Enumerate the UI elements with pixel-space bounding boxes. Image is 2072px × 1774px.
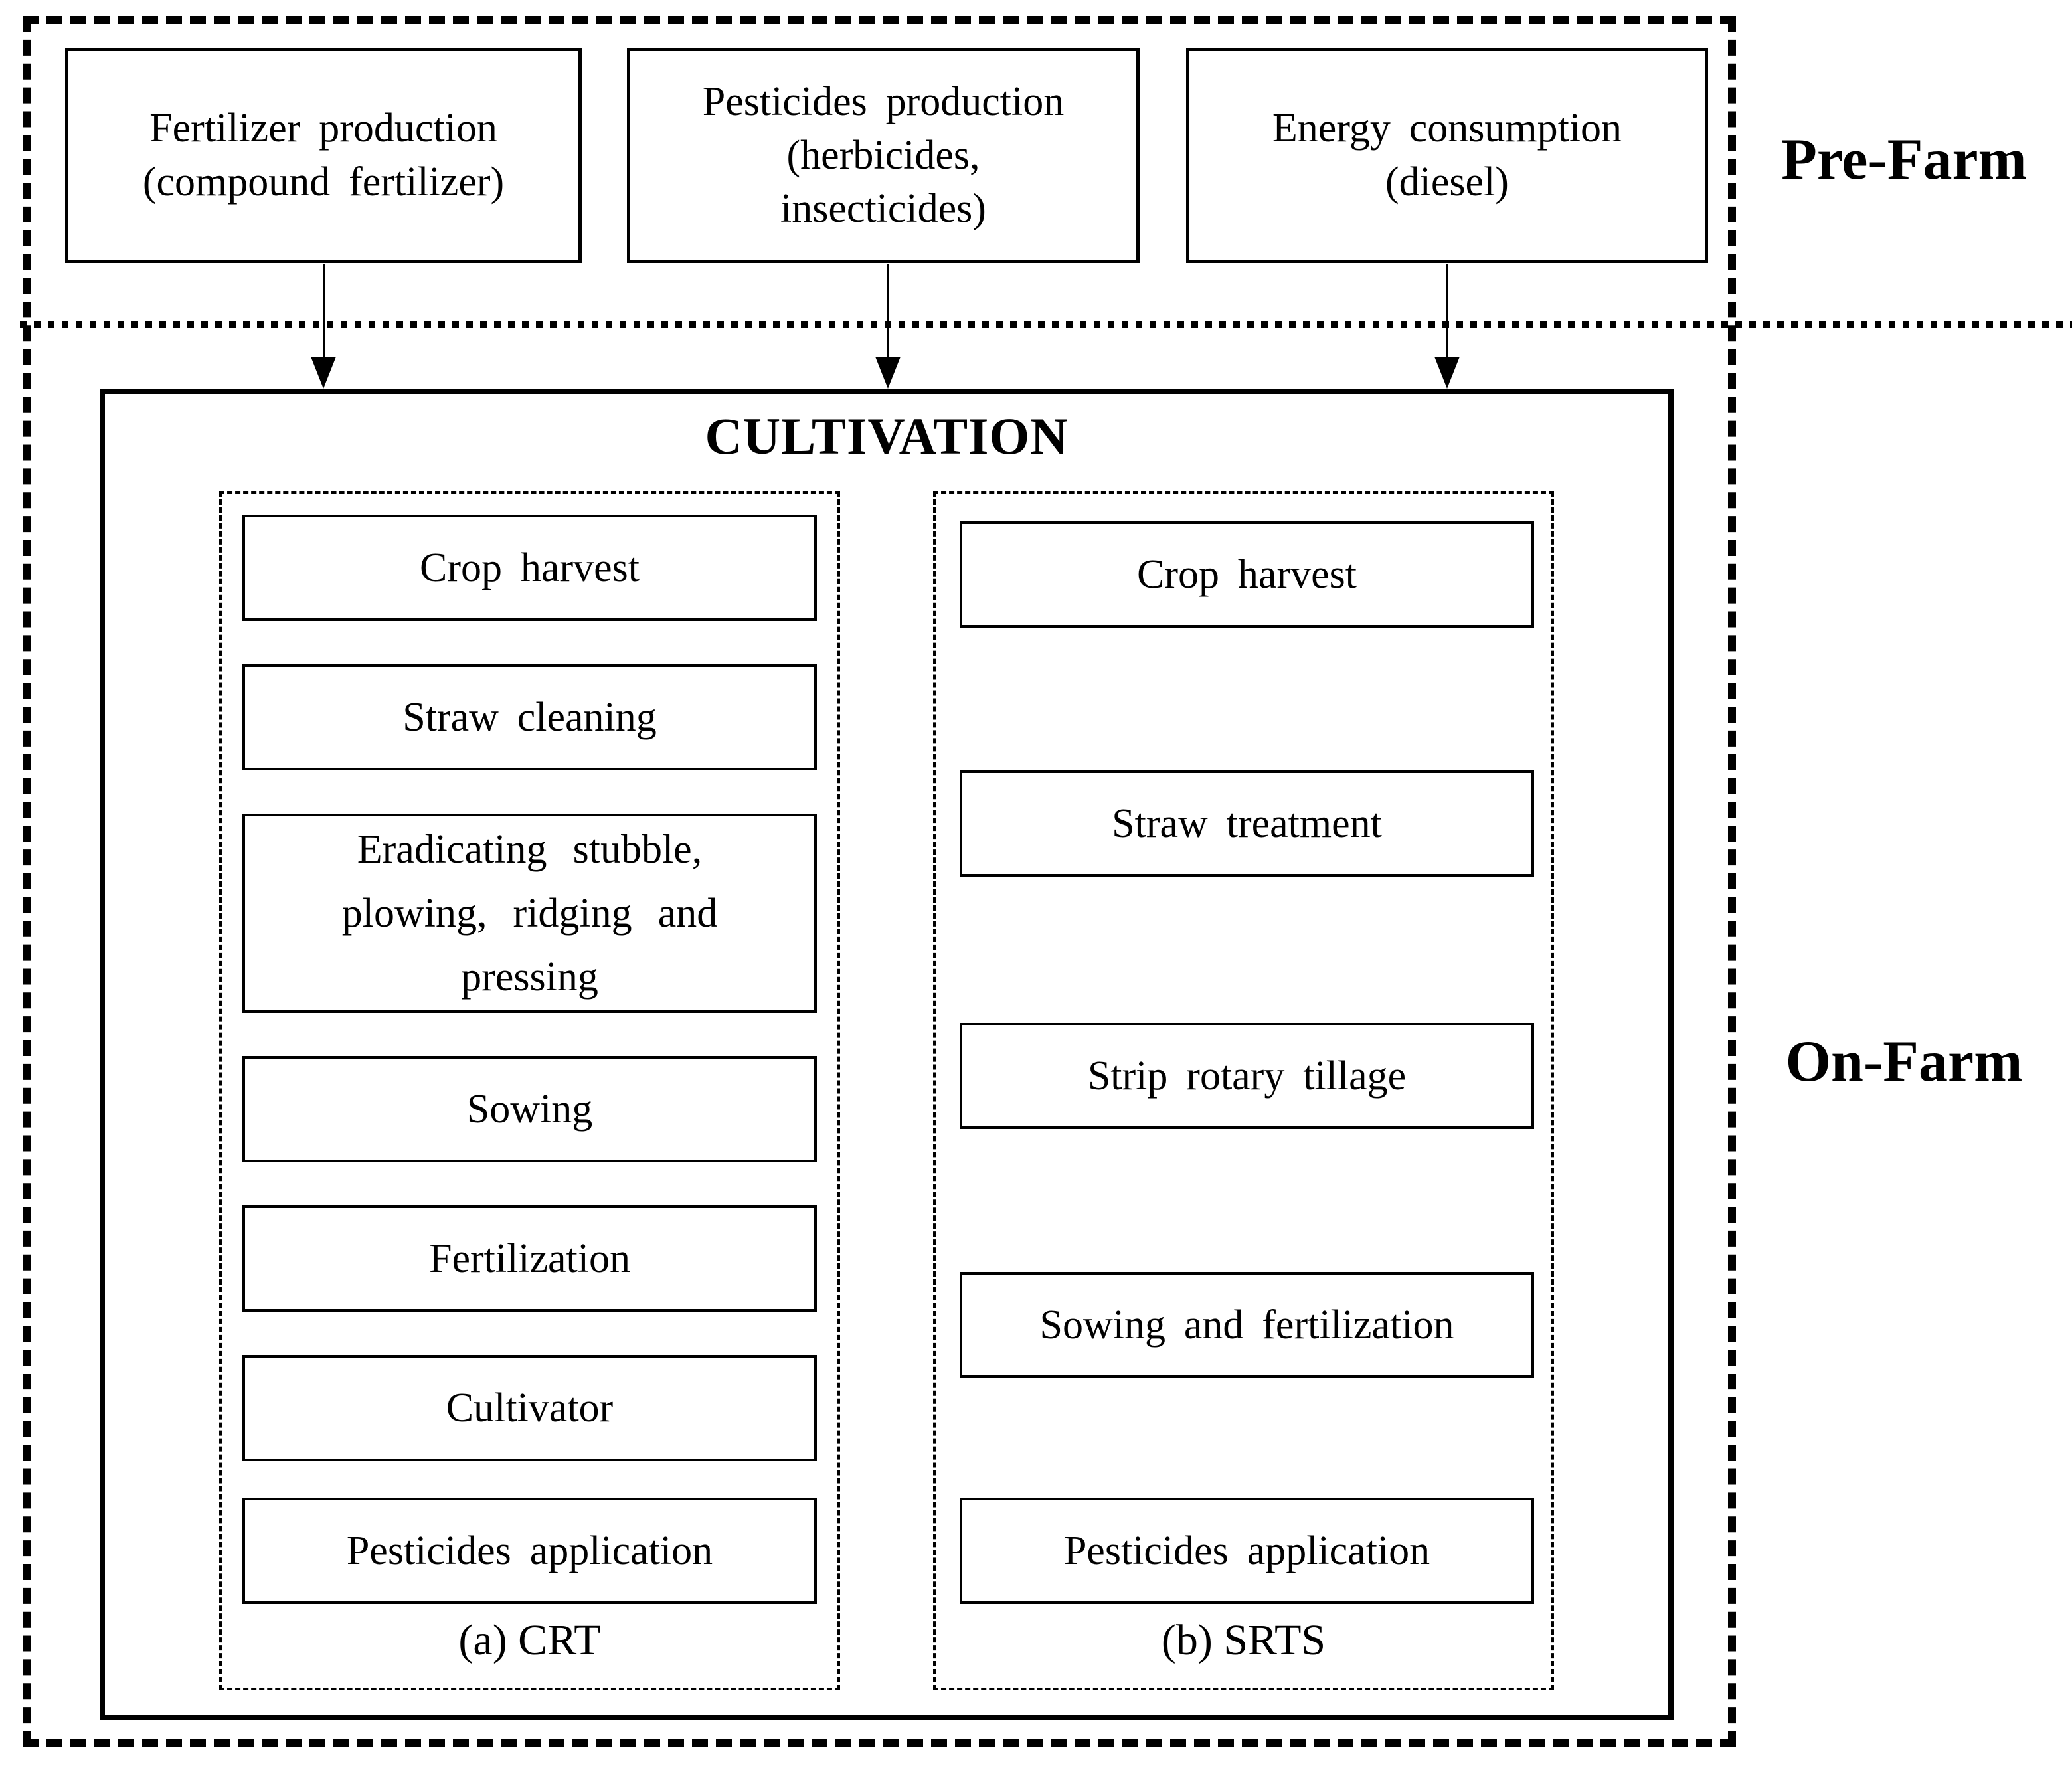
pesticides-production-line2: (herbicides, xyxy=(786,132,980,178)
energy-consumption-line1: Energy consumption xyxy=(1272,106,1622,151)
crt-step-cultivator: Cultivator xyxy=(242,1355,817,1461)
system-boundary-border xyxy=(23,16,1736,1747)
crt-panel-label: (a) CRT xyxy=(458,1616,601,1664)
step-label: Straw cleaning xyxy=(402,694,657,740)
srts-step-straw-treatment: Straw treatment xyxy=(960,770,1534,877)
arrow-stem xyxy=(323,264,325,357)
step-label: Sowing and fertilization xyxy=(1039,1302,1454,1348)
step-label: Pesticides application xyxy=(346,1528,713,1573)
crt-step-pesticides-application: Pesticides application xyxy=(242,1498,817,1604)
step-label-line3: pressing xyxy=(461,954,598,1000)
srts-step-crop-harvest: Crop harvest xyxy=(960,521,1534,628)
step-label: Cultivator xyxy=(446,1385,614,1431)
energy-consumption-box: Energy consumption (diesel) xyxy=(1186,48,1708,263)
prefarm-onfarm-divider xyxy=(20,321,2072,328)
crt-step-fertilization: Fertilization xyxy=(242,1205,817,1312)
step-label: Fertilization xyxy=(428,1235,631,1281)
srts-panel-label: (b) SRTS xyxy=(1161,1616,1326,1664)
arrow-head-icon xyxy=(311,357,336,389)
crt-step-sowing: Sowing xyxy=(242,1056,817,1162)
on-farm-label: On-Farm xyxy=(1785,1029,2023,1094)
pesticides-production-line3: insecticides) xyxy=(780,186,986,232)
energy-consumption-line2: (diesel) xyxy=(1385,159,1509,205)
srts-step-pesticides-application: Pesticides application xyxy=(960,1498,1534,1604)
crt-step-straw-cleaning: Straw cleaning xyxy=(242,664,817,770)
arrow-stem xyxy=(1446,264,1448,357)
crt-panel xyxy=(219,491,840,1690)
srts-step-strip-rotary-tillage: Strip rotary tillage xyxy=(960,1023,1534,1129)
fertilizer-production-box: Fertilizer production (compound fertiliz… xyxy=(65,48,582,263)
arrow-head-icon xyxy=(1434,357,1460,389)
step-label: Strip rotary tillage xyxy=(1087,1053,1407,1099)
step-label-line2: plowing, ridging and xyxy=(341,890,718,936)
fertilizer-production-line1: Fertilizer production xyxy=(149,106,497,151)
pre-farm-label: Pre-Farm xyxy=(1781,128,2027,192)
fertilizer-production-line2: (compound fertilizer) xyxy=(142,159,505,205)
arrow-stem xyxy=(887,264,889,357)
step-label-line1: Eradicating stubble, xyxy=(357,826,703,872)
pesticides-production-box: Pesticides production (herbicides, insec… xyxy=(627,48,1140,263)
arrow-head-icon xyxy=(875,357,901,389)
step-label: Crop harvest xyxy=(1137,551,1357,597)
cultivation-title: CULTIVATION xyxy=(705,407,1069,465)
crt-step-eradicating-stubble: Eradicating stubble, plowing, ridging an… xyxy=(242,814,817,1013)
step-label: Crop harvest xyxy=(420,545,640,590)
step-label: Sowing xyxy=(466,1086,593,1132)
crt-step-crop-harvest: Crop harvest xyxy=(242,515,817,621)
srts-step-sowing-and-fertilization: Sowing and fertilization xyxy=(960,1272,1534,1378)
step-label: Straw treatment xyxy=(1112,800,1382,846)
step-label: Pesticides application xyxy=(1063,1528,1430,1573)
pesticides-production-line1: Pesticides production xyxy=(702,79,1065,125)
srts-panel xyxy=(933,491,1554,1690)
cultivation-box xyxy=(100,389,1674,1720)
